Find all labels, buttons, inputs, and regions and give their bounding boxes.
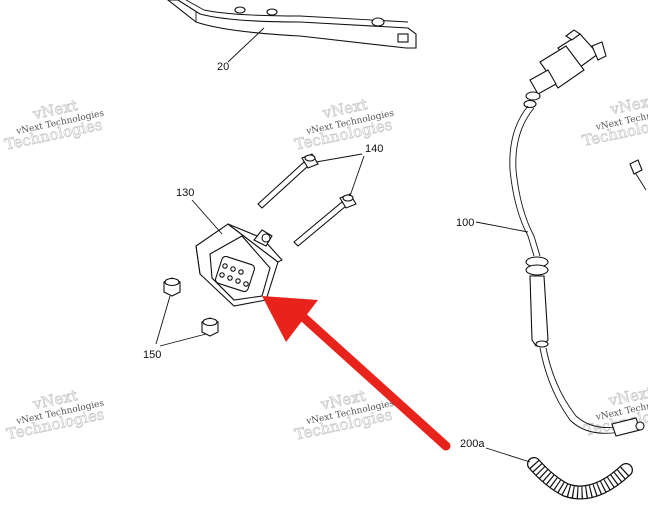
part-200a-corrugated-conduit [527,457,633,500]
leader-100 [475,221,529,233]
watermark-bottom-left: Technologies vNext vNext Technologies [5,386,107,444]
leader-140-b [349,155,365,197]
callout-130: 130 [176,187,194,199]
part-140-pins [257,153,357,247]
callout-100: 100 [456,217,474,229]
part-130-connector-module [195,223,283,307]
leader-130 [191,199,223,235]
watermark-top-right: Technologies vNext vNext Technologies [580,91,648,150]
connector-pins [219,263,249,287]
leader-140-a [315,153,363,163]
part-20-bracket-rail [167,0,417,49]
callout-140: 140 [365,143,383,155]
pin-lower [293,193,357,247]
leader-150-b [159,333,207,347]
callout-150: 150 [143,349,161,361]
callout-200a: 200a [460,438,485,450]
part-150-nuts [163,277,219,337]
watermark-top-center: Technologies vNext vNext Technologies [293,95,396,154]
part-100-sensor-harness [509,29,647,437]
leader-200a [485,447,531,463]
pin-upper [257,153,319,209]
watermark-top-left: Technologies vNext vNext Technologies [3,96,106,154]
leader-150-a [155,295,171,345]
leader-20 [227,27,265,63]
red-pointer-arrow [262,296,451,451]
nut-lower [201,317,219,337]
callout-20: 20 [217,61,229,73]
nut-upper [163,277,181,297]
